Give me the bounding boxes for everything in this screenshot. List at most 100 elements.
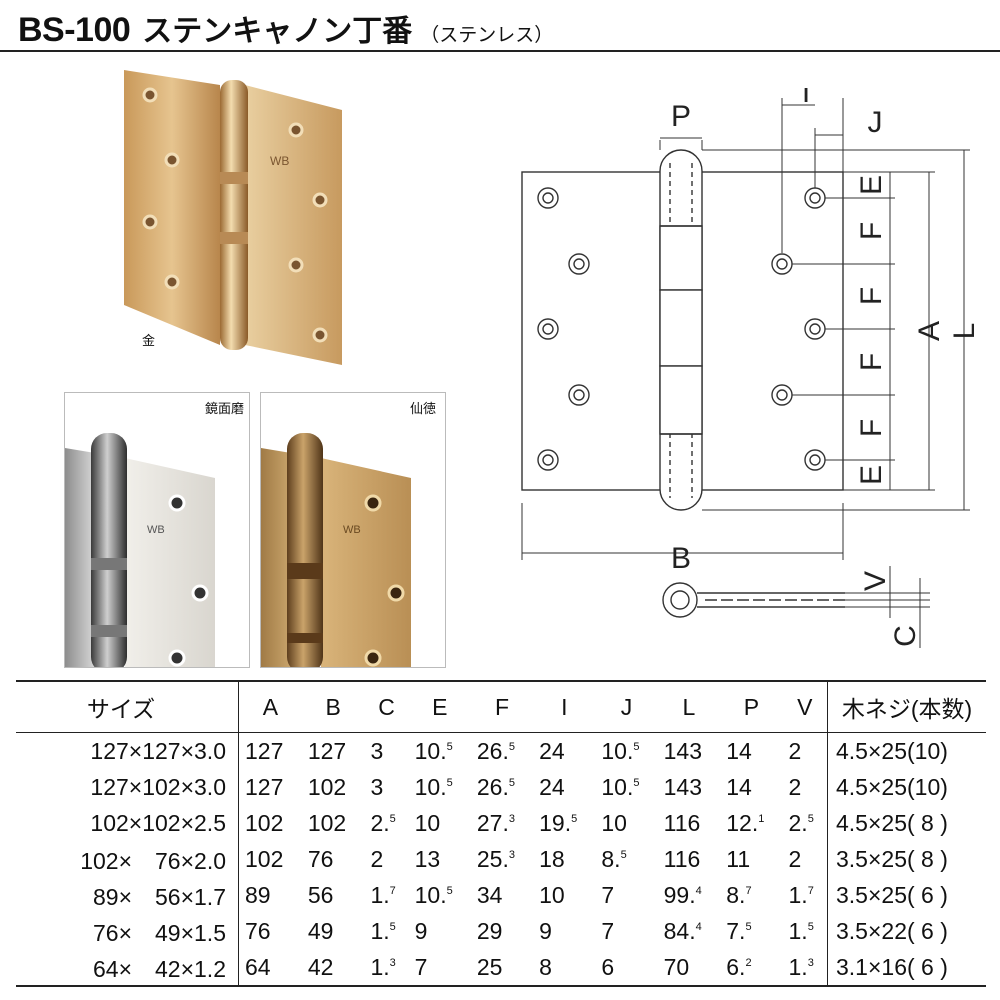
svg-text:WB: WB	[343, 524, 361, 536]
product-name: ステンキャノン丁番	[142, 14, 413, 49]
cell-c: 1.3	[364, 949, 409, 987]
sentoku-hinge-photo: WB	[260, 392, 446, 668]
label-e-bottom: E	[855, 465, 888, 485]
cell-b: 127	[307, 737, 347, 764]
cell-f: 29	[476, 917, 503, 944]
cell-i: 24	[539, 773, 565, 800]
label-j: J	[868, 106, 883, 139]
header-l: L	[657, 680, 721, 733]
header-e: E	[408, 680, 471, 733]
cell-f: 25.3	[476, 845, 515, 872]
material-note: （ステンレス）	[420, 24, 554, 46]
cell-b: 49	[307, 917, 334, 944]
title-divider	[0, 50, 1000, 52]
cell-i: 9	[539, 917, 552, 944]
cell-c: 2	[370, 845, 384, 872]
cell-f: 34	[476, 881, 503, 908]
cell-i: 10	[539, 881, 565, 908]
label-f-1: F	[855, 222, 888, 240]
cell-size: 102×102×2.5	[16, 805, 239, 841]
cell-p: 7.5	[726, 917, 752, 944]
cell-f: 27.3	[476, 809, 515, 836]
svg-text:WB: WB	[270, 154, 289, 168]
cell-size: 127×102×3.0	[16, 769, 239, 805]
header-screw: 木ネジ(本数)	[827, 680, 986, 733]
table-header-row: サイズ A B C E F I J L P V 木ネジ(本数)	[16, 680, 986, 733]
cell-c: 1.5	[370, 917, 396, 944]
header-b: B	[301, 680, 365, 733]
cell-l: 99.4	[663, 881, 702, 908]
label-a: A	[913, 321, 946, 341]
cell-b: 56	[307, 881, 334, 908]
label-f-2: F	[855, 287, 888, 305]
cell-i: 8	[533, 949, 596, 987]
cell-e: 7	[408, 949, 471, 987]
header-f: F	[470, 680, 534, 733]
cell-screw: 3.5×25( 6 )	[827, 877, 986, 913]
cell-l: 84.4	[663, 917, 702, 944]
cell-screw: 3.5×22( 6 )	[827, 913, 986, 949]
gold-hinge-photo: WB	[110, 60, 360, 380]
cell-b: 76	[307, 845, 334, 872]
cell-j: 6	[595, 949, 658, 987]
mirror-hinge-photo: WB	[64, 392, 250, 668]
cell-j: 10.5	[601, 737, 640, 764]
cell-v: 2	[788, 737, 802, 764]
gold-label: 金	[142, 334, 156, 349]
cell-a: 64	[238, 949, 302, 987]
cell-j: 7	[601, 917, 615, 944]
cell-v: 2.5	[788, 809, 814, 836]
cell-l: 116	[663, 809, 701, 836]
cell-f: 26.5	[476, 773, 515, 800]
label-f-4: F	[855, 419, 888, 437]
cell-p: 6.2	[720, 949, 783, 987]
label-i: I	[802, 88, 810, 109]
header-j: J	[595, 680, 658, 733]
label-e-top: E	[855, 175, 888, 195]
hinge-sentoku-icon: WB	[261, 433, 411, 667]
cell-screw: 3.5×25( 8 )	[827, 841, 986, 877]
hinge-drawing: P I J B E F F F F E A L V C	[521, 76, 981, 648]
cell-size: 102× 76×2.0	[16, 841, 239, 877]
header-c: C	[364, 680, 409, 733]
cell-l: 143	[663, 773, 703, 800]
cell-screw: 4.5×25( 8 )	[827, 805, 986, 841]
cell-p: 11	[726, 845, 751, 872]
cell-v: 2	[788, 845, 802, 872]
page-title: BS-100 ステンキャノン丁番 （ステンレス）	[18, 6, 554, 49]
mirror-label: 鏡面磨	[205, 402, 245, 417]
label-v: V	[859, 571, 892, 591]
hinge-gold-icon: WB	[124, 70, 342, 365]
cell-size: 76× 49×1.5	[16, 913, 239, 949]
cell-screw: 3.1×16( 6 )	[827, 949, 986, 987]
label-p: P	[671, 100, 691, 133]
cell-p: 14	[726, 773, 752, 800]
cell-c: 1.7	[370, 881, 396, 908]
dimension-drawing: P I J B E F F F F E A L V C	[505, 76, 990, 673]
label-l: L	[948, 323, 981, 340]
cell-a: 127	[245, 773, 284, 800]
cell-a: 89	[245, 881, 271, 908]
label-b: B	[671, 542, 691, 575]
cell-e: 10.5	[414, 737, 453, 764]
cell-a: 127	[245, 737, 284, 764]
cell-f: 26.5	[476, 737, 515, 764]
cell-l: 143	[663, 737, 703, 764]
cell-c: 3	[370, 737, 384, 764]
cell-p: 8.7	[726, 881, 752, 908]
cell-e: 10	[414, 809, 441, 836]
cell-v: 1.7	[788, 881, 814, 908]
cell-i: 24	[539, 737, 565, 764]
cell-l: 70	[657, 949, 721, 987]
header-size: サイズ	[16, 680, 239, 733]
cell-i: 18	[539, 845, 565, 872]
cell-e: 10.5	[414, 773, 453, 800]
sentoku-label: 仙徳	[410, 402, 437, 417]
cell-b: 102	[307, 773, 347, 800]
cell-v: 1.5	[788, 917, 814, 944]
cell-e: 9	[414, 917, 428, 944]
cell-c: 2.5	[370, 809, 396, 836]
spec-table: サイズ A B C E F I J L P V 木ネジ(本数) 127×127×…	[16, 680, 986, 987]
